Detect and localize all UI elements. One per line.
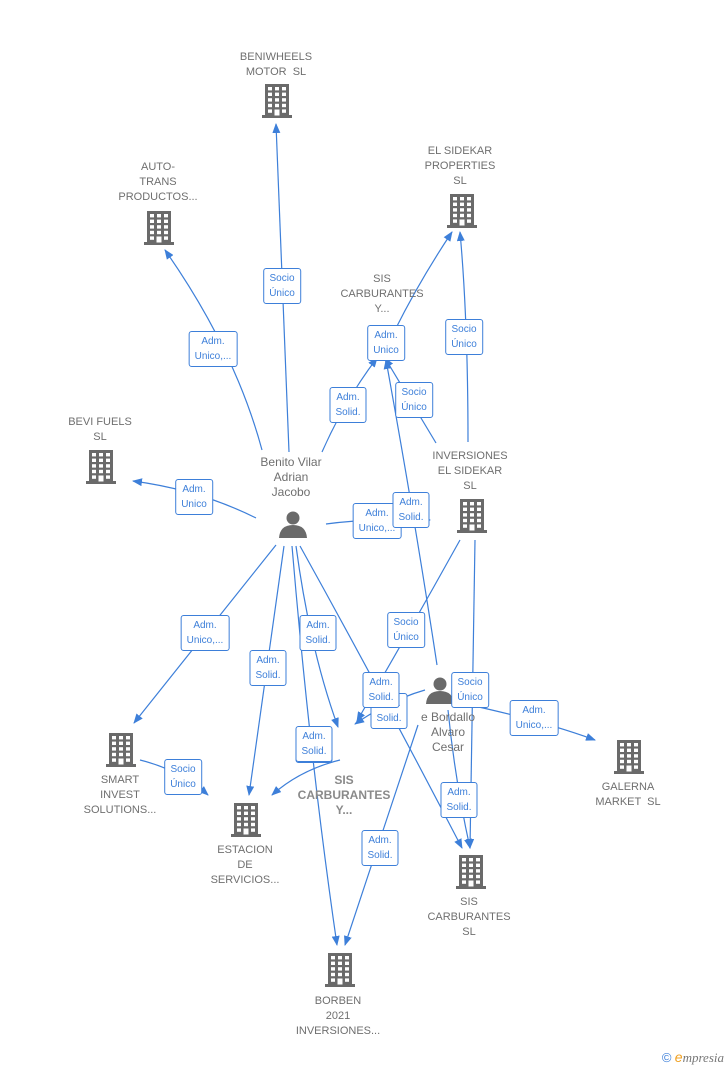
node-label-bevi[interactable]: BEVI FUELS SL bbox=[68, 416, 132, 443]
brand-logo-initial: e bbox=[674, 1049, 683, 1065]
edge-label[interactable]: Adm. Solid. bbox=[329, 387, 367, 423]
person-icon bbox=[279, 511, 307, 538]
building-icon bbox=[447, 194, 477, 228]
copyright-icon: © bbox=[661, 1050, 672, 1065]
edge-label[interactable]: Adm. Solid. bbox=[392, 492, 430, 528]
node-label-inv_sidekar[interactable]: INVERSIONES EL SIDEKAR SL bbox=[432, 450, 508, 492]
edge-label[interactable]: Adm. Solid. bbox=[361, 830, 399, 866]
edge-label[interactable]: Adm. Solid. bbox=[440, 782, 478, 818]
node-label-galerna[interactable]: GALERNA MARKET SL bbox=[595, 781, 661, 808]
node-label-sis_y_top[interactable]: SIS CARBURANTES Y... bbox=[340, 273, 424, 315]
edge-label[interactable]: Socio Único bbox=[445, 319, 483, 355]
edge-label[interactable]: Adm. Unico bbox=[175, 479, 213, 515]
edge-label[interactable]: Adm. Unico,... bbox=[180, 615, 230, 651]
edge-label[interactable]: Adm. Solid. bbox=[299, 615, 337, 651]
node-label-beniwheels[interactable]: BENIWHEELS MOTOR SL bbox=[239, 51, 313, 78]
building-icon bbox=[457, 499, 487, 533]
node-label-smart[interactable]: SMART INVEST SOLUTIONS... bbox=[83, 774, 157, 816]
node-label-sis_y_main[interactable]: SIS CARBURANTES Y... bbox=[297, 773, 391, 817]
footer-brand: © empresia bbox=[662, 1049, 724, 1066]
edge-label[interactable]: Adm. Unico,... bbox=[509, 700, 559, 736]
building-icon bbox=[262, 84, 292, 118]
edge-label[interactable]: Socio Único bbox=[387, 612, 425, 648]
edge-bordallo-to-sis_sl bbox=[447, 709, 472, 849]
node-label-autotrans[interactable]: AUTO- TRANS PRODUCTOS... bbox=[118, 161, 198, 203]
node-label-estacion[interactable]: ESTACION DE SERVICIOS... bbox=[210, 844, 280, 886]
edge-label[interactable]: Socio Único bbox=[164, 759, 202, 795]
edge-sis_y_top-to-sidekar_prop bbox=[394, 231, 453, 331]
edge-label[interactable]: Socio Único bbox=[263, 268, 301, 304]
node-label-borben[interactable]: BORBEN 2021 INVERSIONES... bbox=[295, 995, 381, 1037]
edge-label[interactable]: Adm. Solid. bbox=[249, 650, 287, 686]
building-icon bbox=[325, 953, 355, 987]
edge-label[interactable]: Adm. Unico bbox=[367, 325, 405, 361]
icons-layer bbox=[86, 84, 644, 987]
node-label-bordallo[interactable]: e Bordallo Alvaro Cesar bbox=[420, 710, 476, 754]
brand-logo-text: mpresia bbox=[682, 1050, 724, 1065]
building-icon bbox=[106, 733, 136, 767]
building-icon bbox=[86, 450, 116, 484]
edge-label[interactable]: Socio Único bbox=[395, 382, 433, 418]
edge-label[interactable]: Adm. Solid. bbox=[295, 726, 333, 762]
edge-sis_y_main-to-estacion bbox=[271, 759, 341, 796]
node-label-benito[interactable]: Benito Vilar Adrian Jacobo bbox=[260, 455, 322, 499]
edge-label[interactable]: Adm. Unico,... bbox=[188, 331, 238, 367]
edge-label[interactable]: Adm. Solid. bbox=[362, 672, 400, 708]
building-icon bbox=[614, 740, 644, 774]
building-icon bbox=[144, 211, 174, 245]
building-icon bbox=[231, 803, 261, 837]
node-label-sidekar_prop[interactable]: EL SIDEKAR PROPERTIES SL bbox=[424, 145, 496, 187]
node-label-sis_sl[interactable]: SIS CARBURANTES SL bbox=[427, 896, 511, 938]
person-icon bbox=[426, 677, 454, 704]
building-icon bbox=[456, 855, 486, 889]
edge-label[interactable]: Socio Único bbox=[451, 672, 489, 708]
